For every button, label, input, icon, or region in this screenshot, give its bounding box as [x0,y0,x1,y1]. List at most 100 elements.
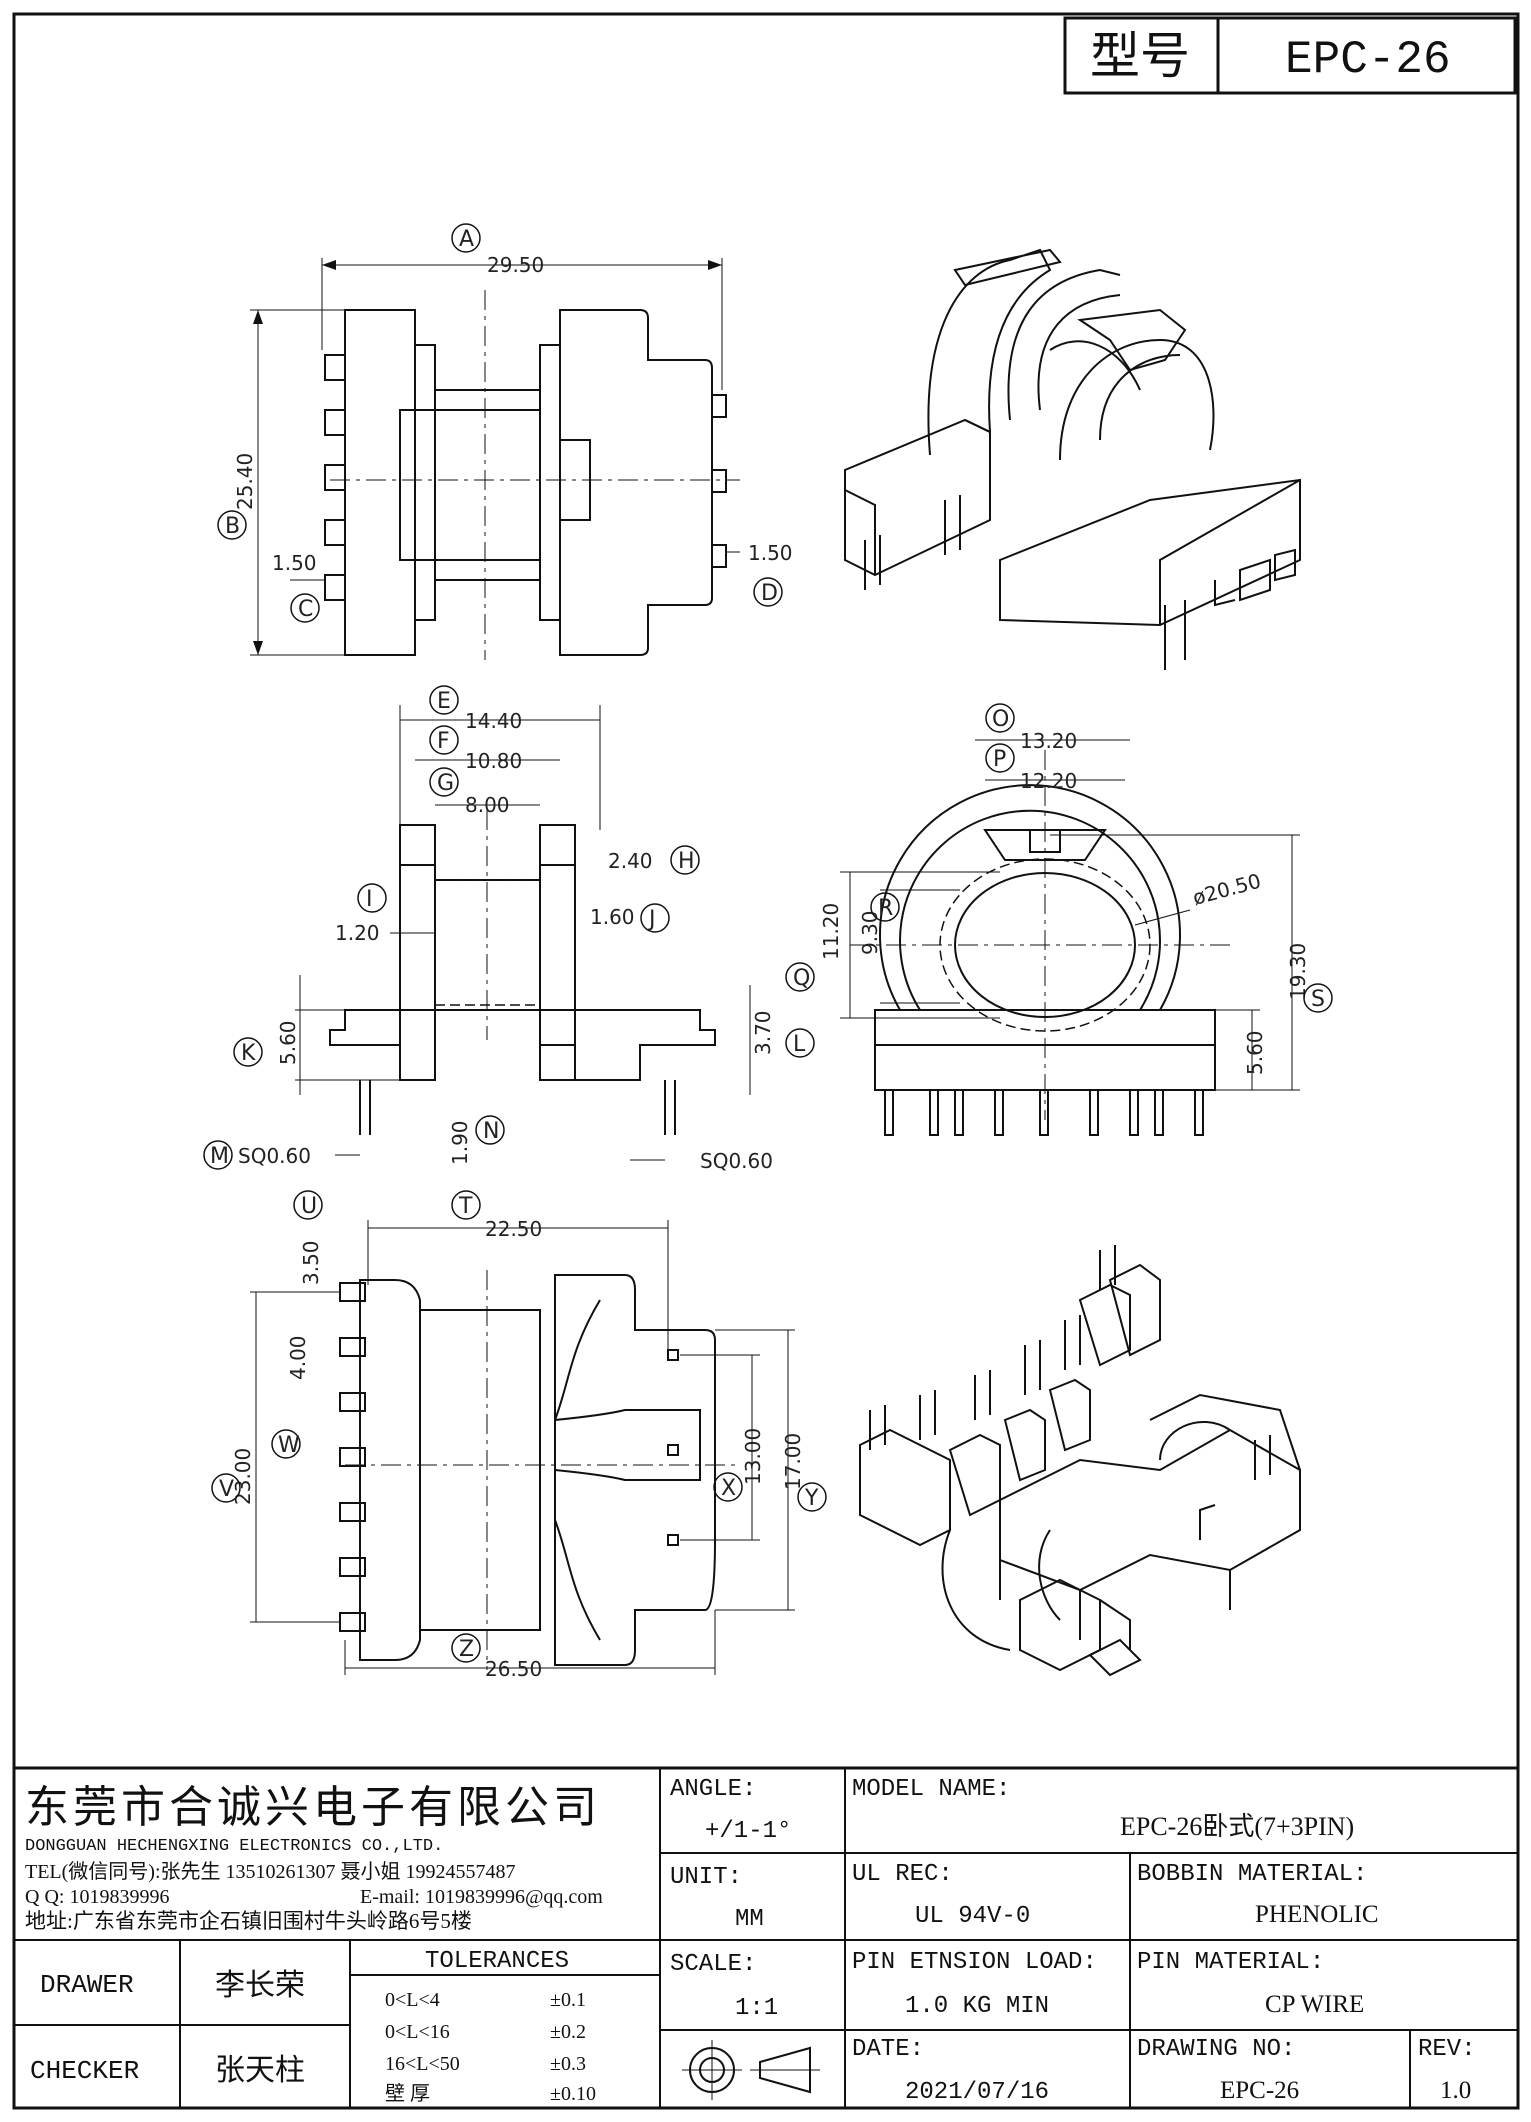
label-G: G [437,771,454,796]
dim-X: 13.00 [741,1428,765,1485]
company-name-cn: 东莞市合诚兴电子有限公司 [25,1783,601,1832]
tolerances-title: TOLERANCES [425,1948,569,1975]
iso-view-top [844,248,1301,670]
side-view: 13.20 O 12.20 P 11.20 Q 9.30 R ø20.50 19… [785,703,1333,1136]
dim-B: 25.40 [233,453,257,510]
label-K: K [241,1041,256,1066]
angle-label: ANGLE: [670,1776,756,1803]
company-block: 东莞市合诚兴电子有限公司 DONGGUAN HECHENGXING ELECTR… [25,1783,603,1933]
label-U: U [301,1194,317,1219]
drawer-value: 李长荣 [215,1969,305,2002]
label-V: V [219,1477,234,1502]
ul-label: UL REC: [852,1861,953,1888]
left-flange [344,309,416,656]
tol-value-2: ±0.2 [550,2021,586,2043]
dim-P: 12.20 [1020,769,1077,793]
label-Z: Z [459,1637,474,1662]
dim-E: 14.40 [465,709,522,733]
unit-value: MM [735,1906,764,1933]
label-D: D [761,581,778,606]
tol-value-3: ±0.3 [550,2053,586,2075]
model-box-value: EPC-26 [1285,34,1451,86]
label-Q: Q [793,966,810,991]
dim-K: 5.60 [276,1020,300,1065]
label-P: P [993,747,1006,772]
dim-S2: 5.60 [1243,1030,1267,1075]
top-view: 29.50 A 25.40 B 1.50 C 1.50 D [217,223,793,660]
pin-load-label: PIN ETNSION LOAD: [852,1949,1097,1976]
checker-label: CHECKER [30,2056,139,2086]
right-flange [559,309,713,656]
date-value: 2021/07/16 [905,2079,1049,2106]
dim-Q: 11.20 [819,903,843,960]
label-F: F [437,729,450,754]
pin-material-label: PIN MATERIAL: [1137,1949,1324,1976]
company-name-en: DONGGUAN HECHENGXING ELECTRONICS CO.,LTD… [25,1837,443,1856]
company-qq: Q Q: 1019839996 [25,1886,169,1908]
dim-W: 4.00 [286,1335,310,1380]
dim-T: 22.50 [485,1217,542,1241]
pin-load-value: 1.0 KG MIN [905,1993,1049,2020]
model-box: 型号 EPC-26 [1063,16,1517,95]
label-J: J [647,907,656,932]
bottom-view: 22.50 T U 3.50 4.00 W 23.00 V 13.00 X 17… [211,1190,827,1681]
rev-label: REV: [1418,2036,1476,2063]
label-E: E [437,689,451,714]
dim-F: 10.80 [465,749,522,773]
label-M: M [210,1144,229,1169]
tol-value-4: ±0.10 [550,2083,596,2105]
pin-material-value: CP WIRE [1265,1991,1364,2018]
label-R: R [878,896,893,921]
rev-value: 1.0 [1440,2077,1471,2104]
label-L: L [793,1032,806,1057]
model-name-value: EPC-26卧式(7+3PIN) [1120,1812,1354,1841]
scale-value: 1:1 [735,1995,778,2022]
tol-range-1: 0<L<4 [385,1989,440,2011]
label-A: A [459,227,474,252]
label-B: B [225,514,240,539]
label-C: C [298,597,313,622]
dim-U: 3.50 [299,1240,323,1285]
ul-value: UL 94V-0 [915,1903,1030,1930]
company-tel: TEL(微信同号):张先生 13510261307 聂小姐 1992455748… [25,1860,516,1883]
dim-L: 3.70 [751,1010,775,1055]
checker-value: 张天柱 [215,2054,305,2087]
dim-R: 9.30 [858,910,882,955]
dim-G: 8.00 [465,793,510,817]
bottom-left-pins [339,1282,366,1632]
dim-C: 1.50 [272,551,317,575]
date-label: DATE: [852,2036,924,2063]
tol-range-3: 16<L<50 [385,2053,460,2075]
unit-label: UNIT: [670,1864,742,1891]
dim-D: 1.50 [748,541,793,565]
iso-view-bottom [859,1245,1301,1677]
title-block-text: ANGLE: +/1-1° UNIT: MM SCALE: 1:1 MODEL … [30,1776,1476,2106]
company-email: E-mail: 1019839996@qq.com [360,1886,603,1908]
tol-value-1: ±0.1 [550,1989,586,2011]
dim-O: 13.20 [1020,729,1077,753]
dim-N2: SQ0.60 [700,1149,773,1173]
tol-range-2: 0<L<16 [385,2021,450,2043]
drawing-no-value: EPC-26 [1220,2077,1299,2104]
drawer-label: DRAWER [40,1970,134,2000]
dim-N: 1.90 [448,1120,472,1165]
front-view: 14.40 E 10.80 F 8.00 G 2.40 H I 1.20 1.6… [203,685,815,1173]
dim-Y: 17.00 [781,1433,805,1490]
dim-M: SQ0.60 [238,1144,311,1168]
dim-diameter: ø20.50 [1190,869,1263,910]
company-address: 地址:广东省东莞市企石镇旧围村牛头岭路6号5楼 [25,1909,472,1933]
label-I: I [366,887,373,912]
dim-H: 2.40 [608,849,653,873]
label-H: H [678,849,695,874]
label-Y: Y [804,1486,819,1511]
angle-value: +/1-1° [705,1818,791,1845]
dim-I: 1.20 [335,921,380,945]
drawing-frame [12,12,1520,2110]
model-box-label: 型号 [1090,28,1190,84]
dim-Z: 26.50 [485,1657,542,1681]
tol-range-4: 壁 厚 [385,2082,430,2105]
bobbin-value: PHENOLIC [1255,1901,1379,1928]
side-pins [884,1089,1204,1136]
label-O: O [992,707,1009,732]
